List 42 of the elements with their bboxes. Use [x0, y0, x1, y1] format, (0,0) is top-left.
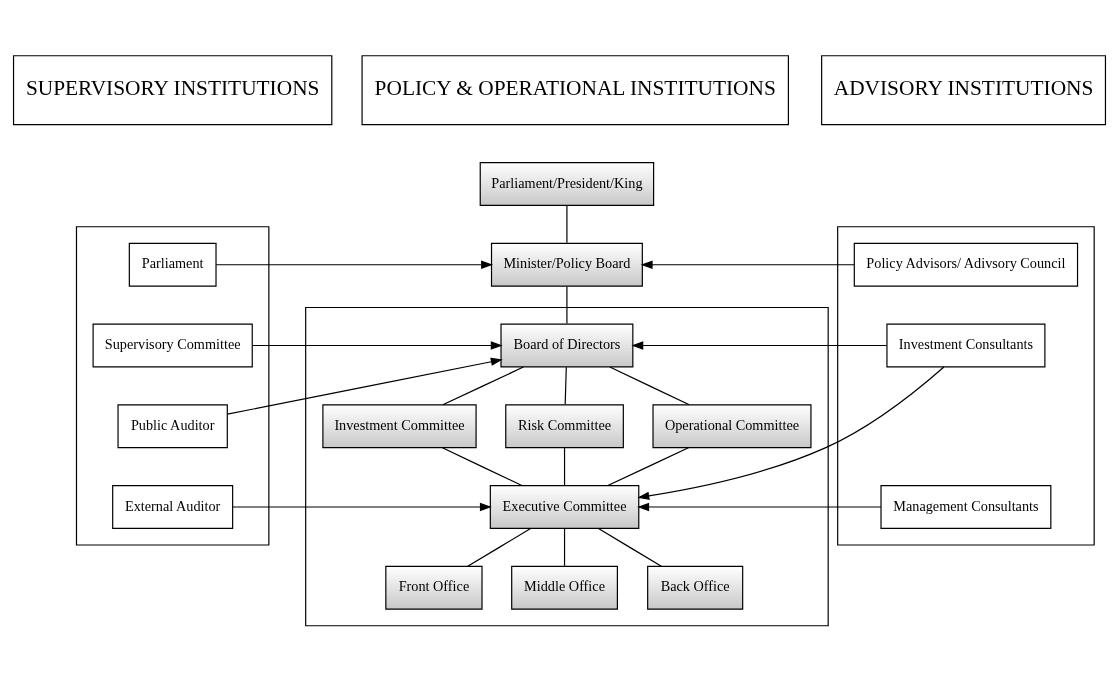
node-box: Parliament: [128, 242, 217, 287]
node-box: Executive Committee: [489, 485, 640, 529]
arrow: [215, 260, 494, 269]
connector: [563, 528, 566, 567]
connector: [609, 366, 690, 406]
node-box: Parliament/President/King: [479, 162, 655, 206]
node-box: Management Consultants: [880, 485, 1052, 529]
node-box: Supervisory Committee: [92, 323, 253, 368]
node-box: Investment Consultants: [886, 323, 1046, 368]
arrow: [640, 260, 855, 269]
node-box: External Auditor: [112, 485, 234, 529]
node-box: Investment Committee: [322, 404, 477, 449]
node-box: Middle Office: [511, 565, 618, 610]
node-box: Back Office: [647, 565, 744, 610]
connector: [442, 366, 524, 406]
arrow: [637, 502, 882, 512]
connector: [564, 366, 567, 405]
connector: [566, 285, 568, 325]
connector: [467, 528, 532, 567]
node-box: ADVISORY INSTITUTIONS: [821, 55, 1107, 126]
cluster: [305, 306, 829, 627]
arrow: [251, 341, 503, 350]
node-box: POLICY & OPERATIONAL INSTITUTIONS: [361, 55, 789, 126]
arrow: [232, 502, 492, 512]
node-box: Policy Advisors/ Adivsory Council: [853, 242, 1079, 287]
node-box: Public Auditor: [117, 404, 228, 449]
node-box: Front Office: [385, 565, 483, 610]
node-box: Minister/Policy Board: [490, 242, 643, 287]
arrow: [637, 366, 945, 500]
arrow: [631, 341, 888, 350]
arrow: [226, 357, 503, 415]
node-box: SUPERVISORY INSTITUTIONS: [12, 55, 333, 126]
connector: [597, 528, 662, 567]
node-box: Board of Directors: [500, 323, 634, 368]
connector: [441, 447, 523, 487]
connector: [607, 447, 690, 487]
connector: [566, 205, 568, 244]
cluster: [837, 226, 1095, 546]
node-box: Operational Committee: [652, 404, 812, 449]
connector: [563, 447, 566, 486]
node-box: Risk Committee: [505, 404, 624, 449]
cluster: [75, 226, 270, 546]
